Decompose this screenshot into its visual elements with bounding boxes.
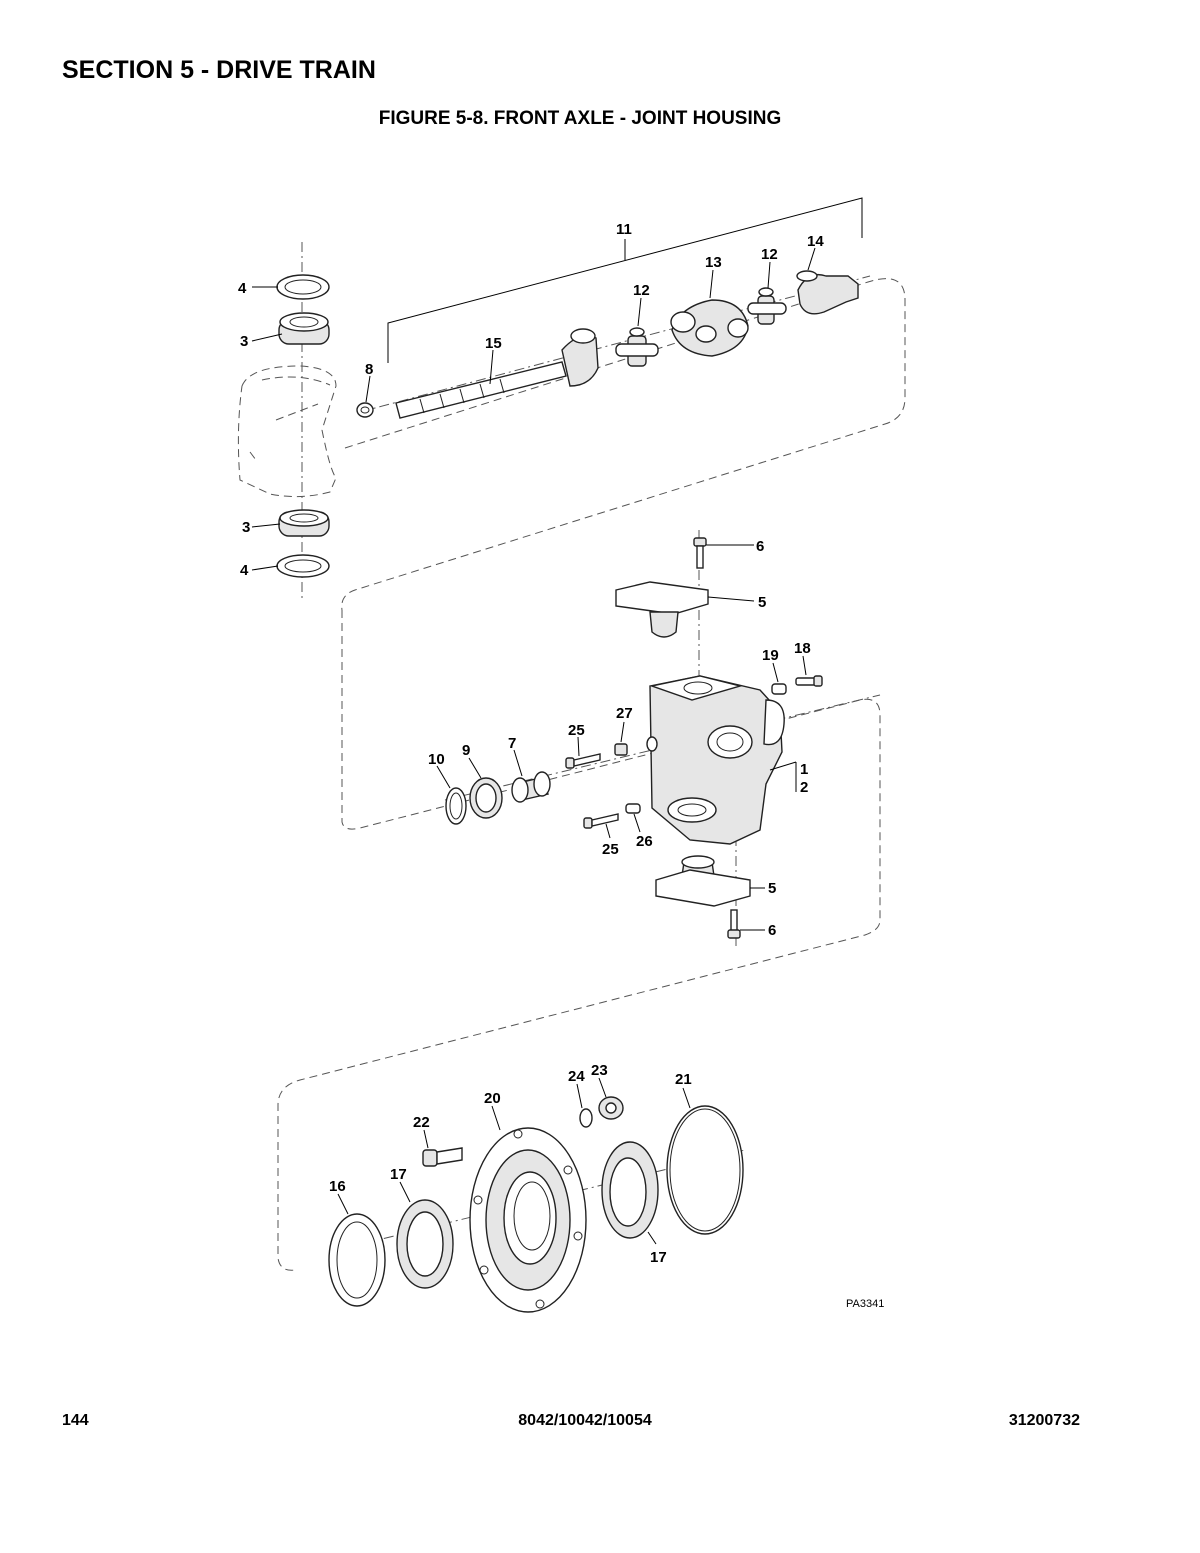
seal-ring-part — [469, 777, 503, 819]
callout-label: 9 — [462, 742, 470, 759]
callout-label: 2 — [800, 779, 808, 796]
callout-label: 24 — [568, 1068, 585, 1085]
callout-label: 15 — [485, 335, 502, 352]
callout-label: 12 — [633, 282, 650, 299]
dowel-pin-part — [625, 803, 641, 814]
shaft-assembly-bracket — [387, 197, 863, 363]
callout-label: 12 — [761, 246, 778, 263]
callout-label: 18 — [794, 640, 811, 657]
callout-label: 11 — [616, 221, 632, 238]
double-cardan-coupler-part — [670, 299, 749, 357]
callout-label: 20 — [484, 1090, 501, 1107]
u-joint-cross-part — [747, 287, 787, 325]
bushing-part — [511, 771, 551, 803]
page-number: 144 — [62, 1412, 89, 1429]
bearing-outer-part — [396, 1199, 454, 1289]
grease-fitting-part — [795, 675, 823, 687]
callout-label: 4 — [240, 562, 249, 579]
callout-label: 4 — [238, 280, 247, 297]
bearing-inner-part — [601, 1141, 659, 1239]
callout-label: 16 — [329, 1178, 346, 1195]
bearing-upper-part — [278, 312, 330, 345]
seal-hub-part — [328, 1213, 386, 1307]
phantom-outline-upper — [341, 278, 906, 611]
callout-label: 21 — [675, 1071, 692, 1088]
lock-washer-part — [579, 1108, 593, 1128]
callout-label: 6 — [756, 538, 764, 555]
callout-label: 13 — [705, 254, 722, 271]
bolt-lower-part — [583, 813, 619, 829]
pivot-cover-upper-part — [615, 581, 709, 638]
plug-part — [771, 683, 787, 695]
callout-label: 23 — [591, 1062, 608, 1079]
seal-lower-part — [276, 554, 330, 578]
section-title: SECTION 5 - DRIVE TRAIN — [62, 56, 376, 84]
wheel-hub-part — [469, 1127, 587, 1313]
callout-label: 22 — [413, 1114, 430, 1131]
wheel-stud-part — [422, 1147, 463, 1167]
callout-label: 25 — [602, 841, 619, 858]
callout-label: 17 — [650, 1249, 667, 1266]
hub-nut-part — [598, 1096, 624, 1120]
callout-label: 5 — [768, 880, 776, 897]
pivot-cover-lower-part — [655, 855, 751, 907]
callout-label: 17 — [390, 1166, 407, 1183]
callout-label: 6 — [768, 922, 776, 939]
callout-label: 19 — [762, 647, 779, 664]
callout-label: 10 — [428, 751, 445, 768]
model-numbers: 8042/10042/10054 — [518, 1412, 652, 1429]
callout-label: 7 — [508, 735, 516, 752]
callout-label: 3 — [242, 519, 250, 536]
o-ring-part — [666, 1105, 744, 1235]
callout-label: 1 — [800, 761, 808, 778]
callout-label: 3 — [240, 333, 248, 350]
drawing-id: PA3341 — [846, 1298, 884, 1310]
figure-title: FIGURE 5-8. FRONT AXLE - JOINT HOUSING — [378, 108, 782, 129]
callout-label: 14 — [807, 233, 824, 250]
snap-ring-part — [356, 402, 374, 418]
callout-label: 26 — [636, 833, 653, 850]
bolt-upper-part — [693, 537, 707, 569]
bearing-lower-part — [278, 509, 330, 537]
bolt-part — [565, 753, 601, 769]
nut-part — [614, 743, 628, 756]
bolt-lower-cover-part — [727, 909, 741, 939]
seal-upper-part — [276, 274, 330, 300]
callout-label: 5 — [758, 594, 766, 611]
callout-label: 25 — [568, 722, 585, 739]
axle-housing-phantom — [237, 365, 337, 498]
joint-housing-part — [646, 675, 785, 845]
axle-shaft-part — [395, 328, 599, 419]
retaining-ring-part — [445, 787, 467, 825]
assembly-axis-shaft — [359, 275, 871, 413]
phantom-outline-middle — [277, 610, 881, 1271]
leader-lines — [251, 247, 816, 1245]
manual-number: 31200732 — [1008, 1412, 1080, 1429]
callout-label: 8 — [365, 361, 373, 378]
yoke-shaft-part — [796, 270, 859, 315]
callout-label: 27 — [616, 705, 633, 722]
u-joint-cross-part — [615, 327, 659, 367]
